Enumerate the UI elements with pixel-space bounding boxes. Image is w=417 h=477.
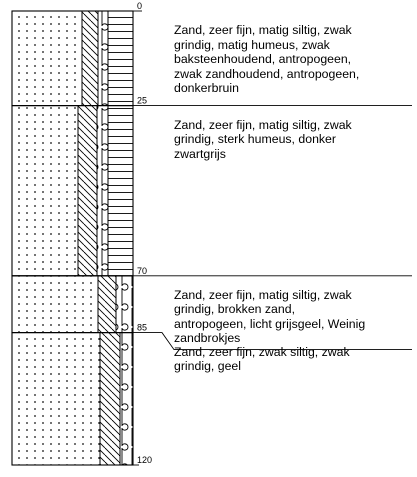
layer-4-gravel-hatch-pattern: [100, 333, 120, 465]
layer-2: [12, 106, 133, 276]
layer-2-description: Zand, zeer fijn, matig siltig, zwak grin…: [174, 118, 414, 162]
layer-1-sand-dots-pattern: [12, 11, 82, 106]
depth-label: 70: [137, 266, 147, 276]
layer-3-description: Zand, zeer fijn, matig siltig, zwak grin…: [174, 288, 414, 346]
depth-label: 120: [137, 455, 152, 465]
depth-tick-25: 25: [133, 96, 412, 106]
layer-4-humus-loops-pattern: [120, 333, 133, 465]
depth-tick-70: 70: [133, 266, 412, 276]
layer-2-humus-lines-pattern: [108, 106, 133, 276]
layer-2-sand-dots-pattern: [12, 106, 78, 276]
layer-1-humus-loops-pattern: [98, 11, 108, 106]
depth-label: 0: [137, 1, 142, 11]
layer-1-humus-lines-pattern: [108, 11, 133, 106]
layer-1: [12, 11, 133, 106]
layer-2-humus-loops-pattern: [97, 106, 108, 276]
layer-3: [12, 276, 133, 333]
layer-3-humus-loops-pattern: [116, 276, 133, 333]
layer-3-gravel-hatch-pattern: [98, 276, 116, 333]
layer-1-gravel-hatch-pattern: [82, 11, 98, 106]
depth-tick-0: 0: [133, 1, 142, 11]
layer-1-description: Zand, zeer fijn, matig siltig, zwak grin…: [174, 23, 414, 96]
layer-2-gravel-hatch-pattern: [78, 106, 97, 276]
layer-4: [12, 333, 133, 465]
layer-4-sand-dots-pattern: [12, 333, 100, 465]
depth-label: 25: [137, 96, 147, 106]
depth-label: 85: [137, 323, 147, 333]
depth-tick-120: 120: [133, 455, 152, 465]
layer-3-sand-dots-pattern: [12, 276, 98, 333]
layer-4-description: Zand, zeer fijn, zwak siltig, zwak grind…: [174, 345, 414, 374]
